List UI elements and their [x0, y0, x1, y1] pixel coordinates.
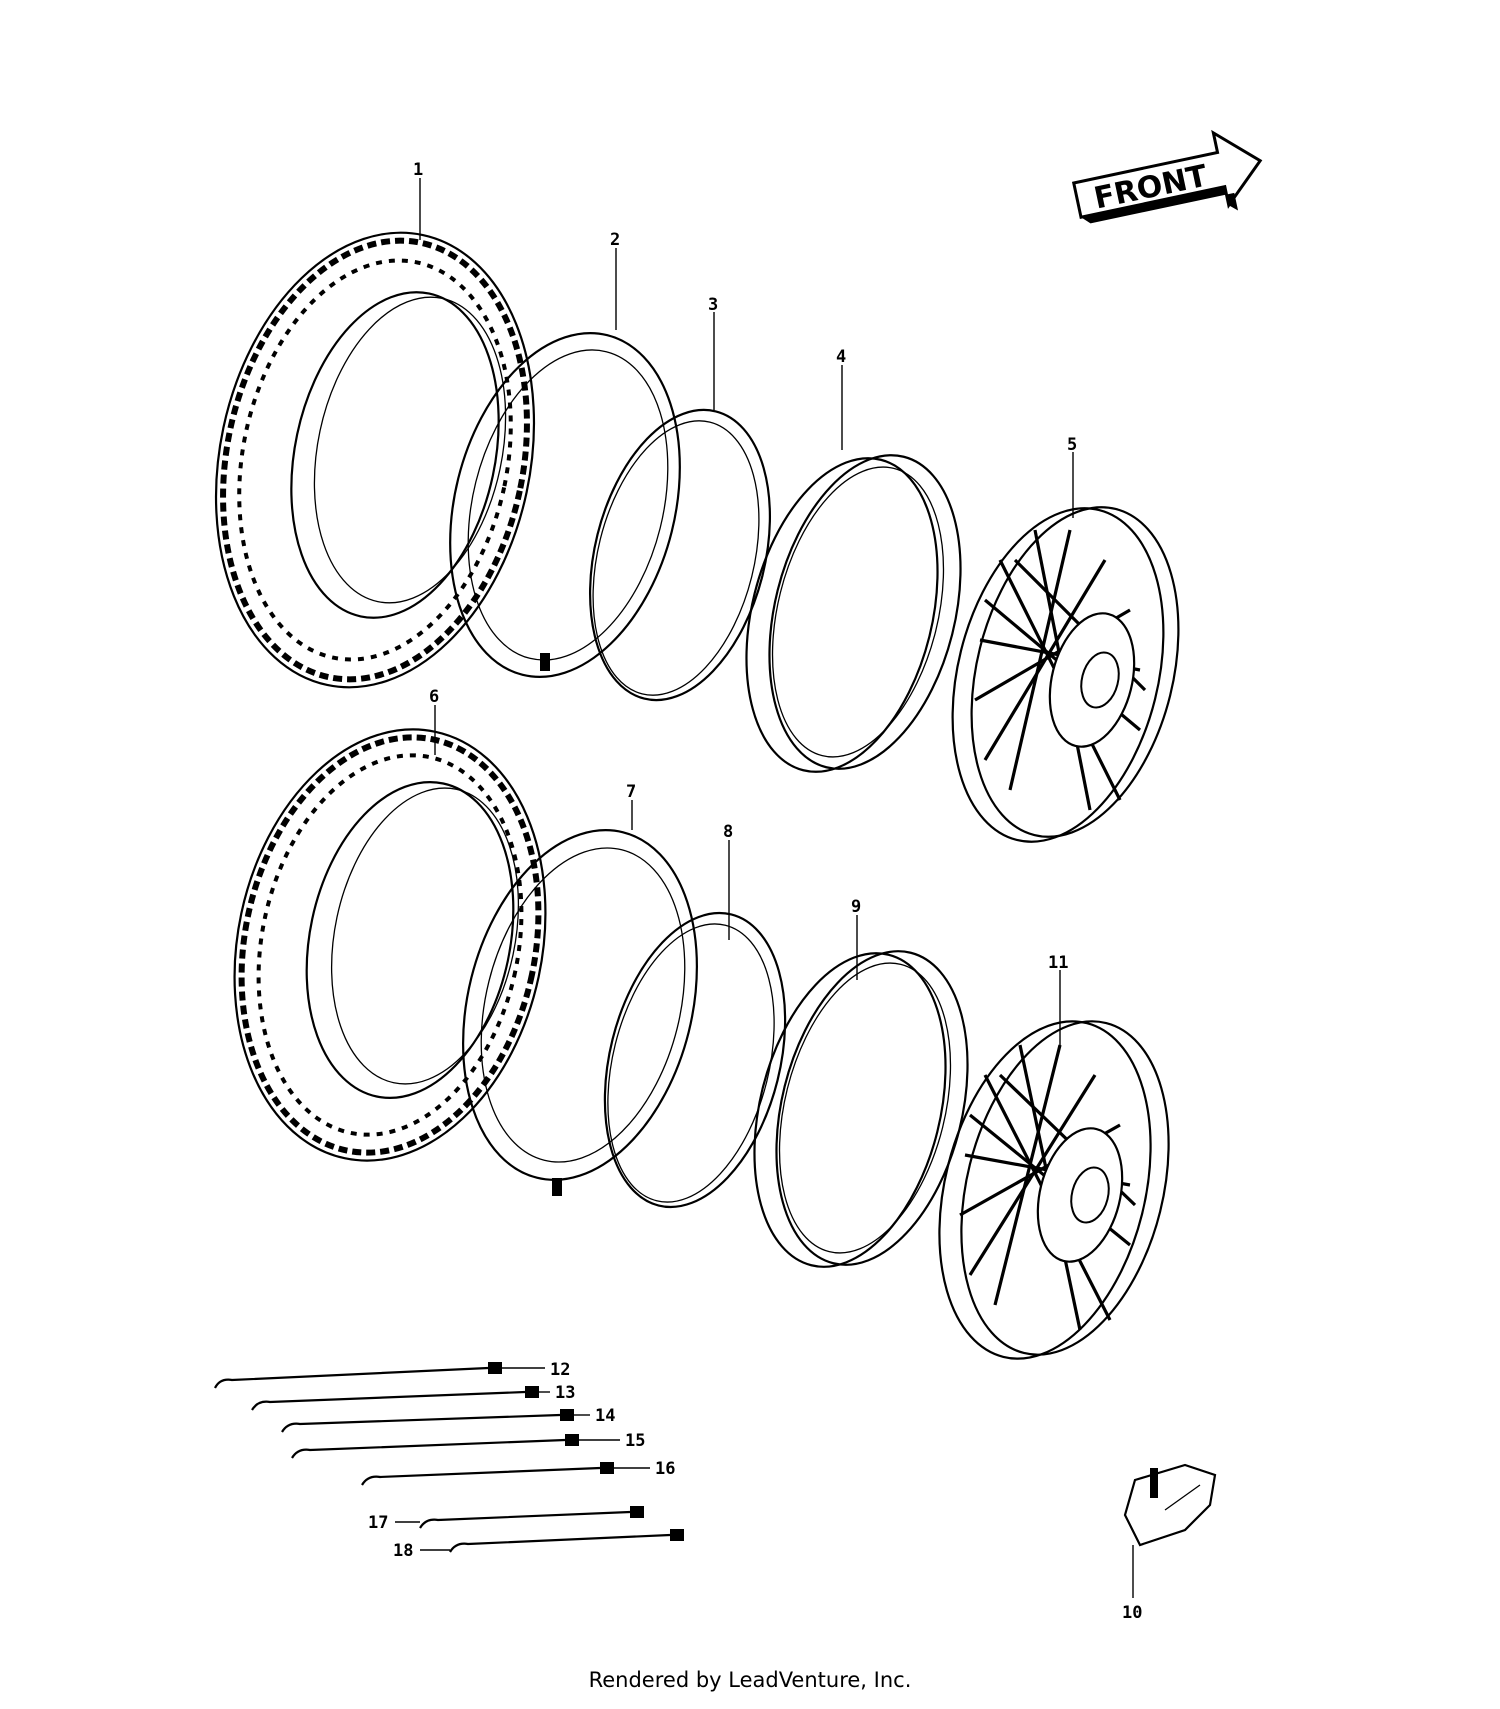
spoke-12 — [214, 1362, 502, 1389]
rim-band-rear — [603, 911, 787, 1209]
callout-18: 18 — [393, 1541, 413, 1561]
spoke-14 — [281, 1409, 574, 1433]
wheel-assembly-rear — [938, 1020, 1170, 1360]
callout-11: 11 — [1048, 953, 1068, 973]
rim-front — [745, 454, 962, 773]
front-arrow-icon: FRONT — [1071, 129, 1263, 224]
callout-3: 3 — [708, 295, 718, 315]
tire-front — [214, 231, 536, 689]
callout-7: 7 — [626, 782, 636, 802]
callout-9: 9 — [851, 897, 861, 917]
callout-15: 15 — [625, 1431, 645, 1451]
callout-labels: 1 2 3 4 5 6 7 8 9 10 11 12 13 14 15 16 1… — [368, 160, 1142, 1623]
inner-tube-front — [449, 332, 681, 678]
spoke-17 — [419, 1506, 644, 1529]
leader-lines — [395, 178, 1134, 1598]
spoke-13 — [251, 1386, 539, 1411]
spoke-16 — [361, 1462, 614, 1486]
tire-rear — [233, 728, 547, 1162]
valve-rim-band-piece — [1123, 1463, 1217, 1547]
spoke-15 — [291, 1434, 579, 1459]
callout-4: 4 — [836, 347, 846, 367]
rim-band-front — [588, 408, 772, 702]
callout-16: 16 — [655, 1459, 675, 1479]
callout-14: 14 — [595, 1406, 615, 1426]
callout-8: 8 — [723, 822, 733, 842]
footer-credit: Rendered by LeadVenture, Inc. — [588, 1668, 912, 1692]
callout-12: 12 — [550, 1360, 570, 1380]
spoke-18 — [449, 1529, 684, 1553]
callout-6: 6 — [429, 687, 439, 707]
callout-1: 1 — [413, 160, 423, 180]
wheel-assembly-front — [951, 506, 1180, 843]
inner-tube-rear — [462, 829, 698, 1196]
callout-13: 13 — [555, 1383, 575, 1403]
rim-rear — [753, 950, 969, 1268]
callout-5: 5 — [1067, 435, 1077, 455]
spoke-set — [214, 1362, 684, 1553]
callout-2: 2 — [610, 230, 620, 250]
callout-17: 17 — [368, 1513, 388, 1533]
callout-10: 10 — [1122, 1603, 1142, 1623]
